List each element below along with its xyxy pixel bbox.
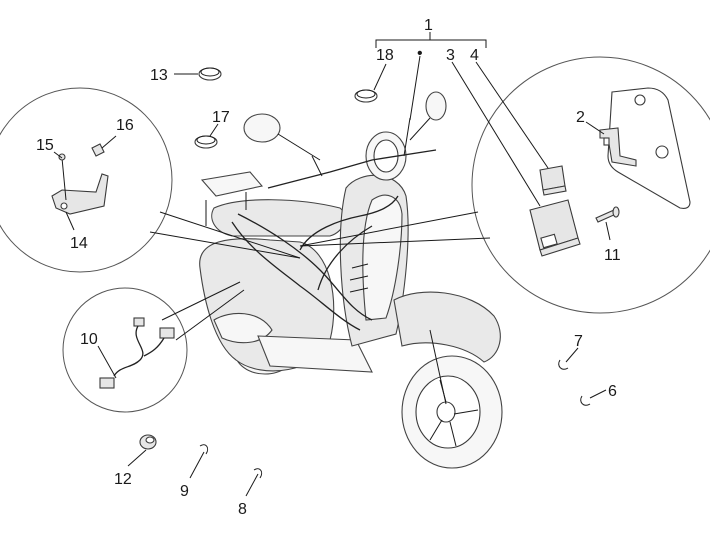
label-6: 6: [608, 383, 617, 400]
clip-7: [558, 359, 569, 370]
part-labels: 1 18 • 3 4 2 11 13 17 15 16 14 10 12 9 8…: [36, 17, 621, 518]
label-17: 17: [212, 109, 230, 126]
label-7: 7: [574, 333, 583, 350]
clip-9: [199, 444, 209, 455]
leader-lines: [53, 32, 611, 497]
label-15: 15: [36, 137, 54, 154]
label-3: 3: [446, 47, 455, 64]
bracket-plate: [607, 87, 691, 209]
label-11: 11: [604, 247, 621, 264]
label-18: 18: [376, 47, 394, 64]
label-12: 12: [114, 471, 132, 488]
clip-8: [253, 468, 263, 479]
label-14: 14: [70, 235, 88, 252]
loose-parts: [139, 67, 591, 479]
label-8: 8: [238, 501, 247, 518]
clip-16: [91, 143, 105, 157]
detail-circle-right: [471, 56, 710, 314]
label-16: 16: [116, 117, 134, 134]
label-10: 10: [80, 331, 98, 348]
detail-circle-left: [0, 87, 173, 273]
label-13: 13: [150, 67, 168, 84]
label-1: 1: [424, 17, 433, 34]
scooter-illustration: [199, 91, 503, 469]
detail-circle-bottom: [62, 287, 188, 413]
label-2: 2: [576, 109, 585, 126]
label-dot: •: [417, 45, 423, 62]
label-4: 4: [470, 47, 479, 64]
label-9: 9: [180, 483, 189, 500]
clip-6: [580, 395, 591, 406]
